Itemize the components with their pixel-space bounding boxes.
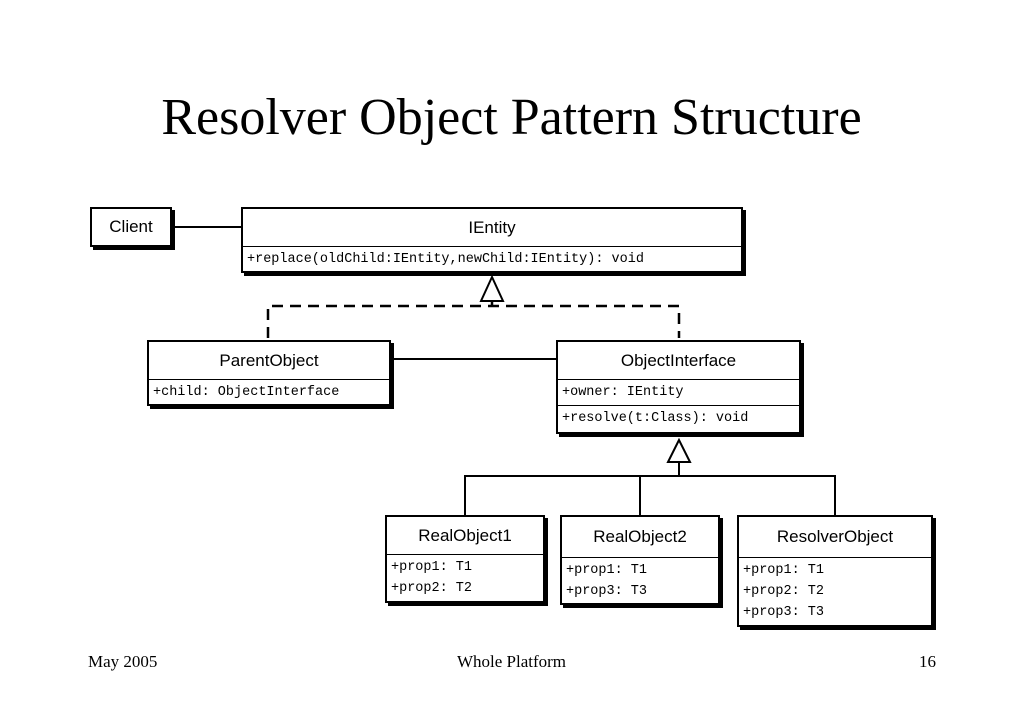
methods-section: +resolve(t:Class): void bbox=[558, 405, 799, 431]
attributes-section: +prop1: T1 +prop2: T2 +prop3: T3 bbox=[739, 557, 931, 625]
attributes-section: +prop1: T1 +prop2: T2 bbox=[387, 554, 543, 601]
class-name: RealObject2 bbox=[593, 527, 687, 546]
class-name: RealObject1 bbox=[418, 526, 512, 545]
attribute: +prop1: T1 bbox=[566, 563, 648, 578]
attribute: +prop2: T2 bbox=[391, 581, 473, 596]
method: +replace(oldChild:IEntity,newChild:IEnti… bbox=[247, 252, 644, 267]
attribute: +owner: IEntity bbox=[562, 385, 684, 400]
footer-title: Whole Platform bbox=[456, 652, 567, 671]
class-resolverobject: ResolverObject +prop1: T1 +prop2: T2 +pr… bbox=[737, 515, 933, 627]
slide-title: Resolver Object Pattern Structure bbox=[161, 89, 862, 146]
footer-date: May 2005 bbox=[88, 652, 158, 671]
attribute: +prop3: T3 bbox=[566, 584, 648, 599]
attribute: +prop1: T1 bbox=[743, 563, 825, 578]
methods-section: +replace(oldChild:IEntity,newChild:IEnti… bbox=[243, 246, 741, 272]
attribute: +prop1: T1 bbox=[391, 560, 473, 575]
class-ientity: IEntity +replace(oldChild:IEntity,newChi… bbox=[241, 207, 743, 273]
attributes-section: +owner: IEntity bbox=[558, 379, 799, 405]
attribute: +prop3: T3 bbox=[743, 605, 825, 620]
generalization-to-objectinterface bbox=[464, 462, 836, 515]
attributes-section: +child: ObjectInterface bbox=[149, 379, 389, 405]
realization-to-ientity bbox=[266, 301, 681, 338]
class-name: Client bbox=[109, 217, 153, 236]
class-parentobject: ParentObject +child: ObjectInterface bbox=[147, 340, 391, 406]
class-name: ParentObject bbox=[219, 351, 319, 370]
attributes-section: +prop1: T1 +prop3: T3 bbox=[562, 557, 718, 604]
class-client: Client bbox=[90, 207, 172, 247]
generalization-arrowhead bbox=[666, 437, 692, 463]
method: +resolve(t:Class): void bbox=[562, 411, 749, 426]
footer-page-number: 16 bbox=[919, 652, 936, 671]
attribute: +child: ObjectInterface bbox=[153, 385, 340, 400]
class-realobject1: RealObject1 +prop1: T1 +prop2: T2 bbox=[385, 515, 545, 603]
realization-arrowhead bbox=[479, 274, 505, 302]
class-name: ResolverObject bbox=[776, 527, 894, 546]
class-name: ObjectInterface bbox=[620, 351, 737, 370]
class-realobject2: RealObject2 +prop1: T1 +prop3: T3 bbox=[560, 515, 720, 605]
class-objectinterface: ObjectInterface +owner: IEntity +resolve… bbox=[556, 340, 801, 434]
attribute: +prop2: T2 bbox=[743, 584, 825, 599]
class-name: IEntity bbox=[468, 218, 516, 237]
